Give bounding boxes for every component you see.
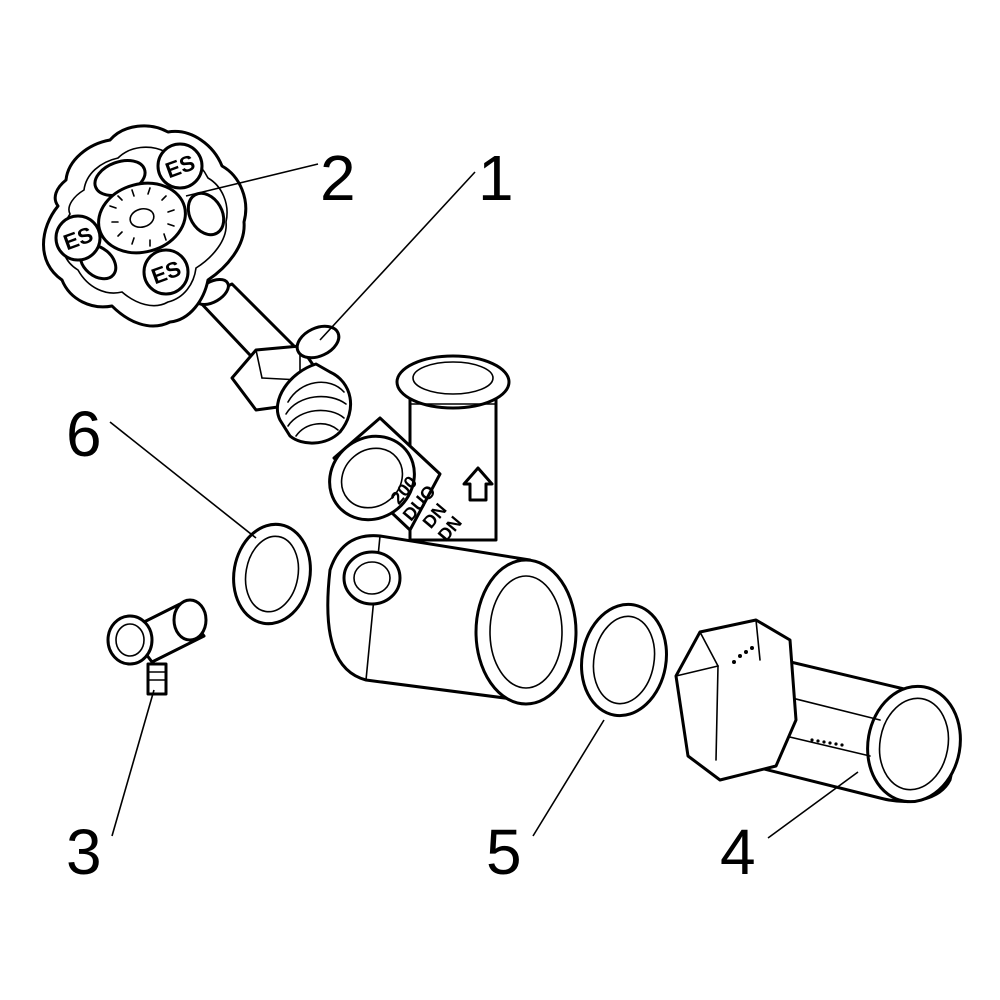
right-outlet-rim [474,558,578,706]
hub-ticks [109,187,175,247]
flow-arrow-icon [462,466,494,502]
union-dots [732,646,844,747]
leader-3 [111,689,155,837]
leader-4 [767,771,859,839]
callout-6: 6 [66,398,102,470]
leader-6 [109,421,257,539]
callout-numbers: 1 2 3 4 5 6 [66,142,756,888]
leader-2 [185,163,319,197]
bonnet-port-rim [328,434,416,522]
drain-elbow-part-3 [106,598,208,696]
leader-lines [109,163,859,839]
callout-5: 5 [486,816,522,888]
seal-ring-part-6 [232,522,312,626]
union-part-4 [674,618,962,804]
handwheel-logo: ES ES ES [54,142,204,296]
callout-2: 2 [320,142,356,214]
callout-1: 1 [478,142,514,214]
handwheel-part-2: ES ES ES [42,124,302,374]
valve-body: 200 DUO DN DN [326,354,578,706]
callout-4: 4 [720,816,756,888]
top-outlet-rim [395,354,511,410]
bonnet-part-1 [230,324,353,445]
callout-3: 3 [66,816,102,888]
seal-ring-part-5 [580,602,668,718]
leader-1 [319,171,476,341]
leader-5 [532,719,605,837]
